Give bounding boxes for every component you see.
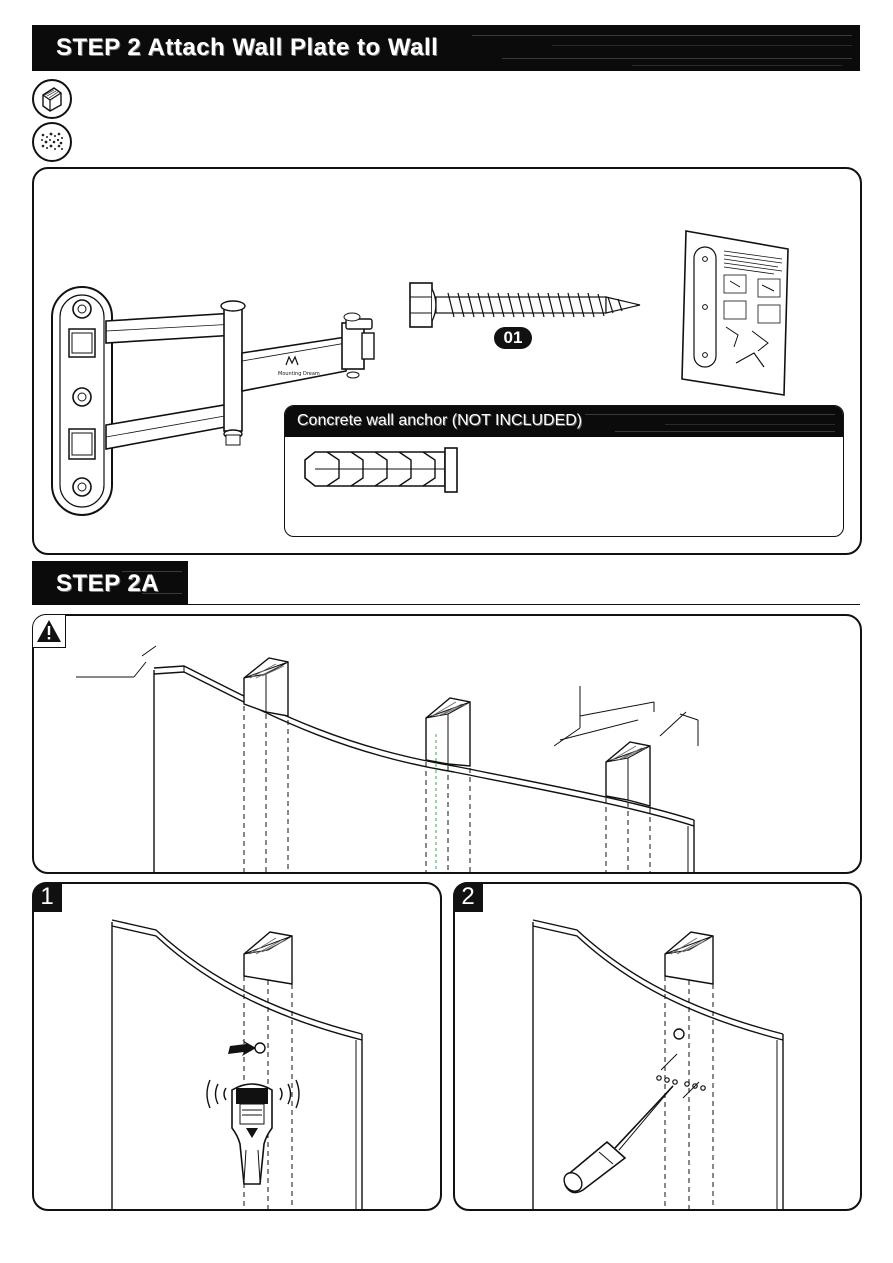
- step2a-banner: STEP 2A: [32, 561, 188, 605]
- stud-finder-diagram: [111, 919, 363, 1209]
- wood-stud-icon: [32, 79, 72, 119]
- awl-marking-diagram: [532, 919, 784, 1209]
- wall-mount-illustration: Mounting Dream: [51, 286, 375, 516]
- concrete-anchor-icon: [304, 447, 458, 493]
- step-panel-2: 2: [453, 882, 862, 1211]
- wall-template-illustration: [681, 230, 789, 396]
- step2-parts-box: Mounting Dream 01: [32, 167, 862, 555]
- concrete-anchor-banner: Concrete wall anchor (NOT INCLUDED): [285, 406, 843, 437]
- mount-logo-text: Mounting Dream: [278, 371, 320, 377]
- concrete-anchor-box: Concrete wall anchor (NOT INCLUDED): [284, 405, 844, 537]
- step-number-2: 2: [453, 882, 483, 912]
- warning-icon: [32, 614, 66, 648]
- awl-icon: [563, 1085, 674, 1194]
- step2-title: STEP 2 Attach Wall Plate to Wall: [56, 34, 439, 61]
- step-number-1: 1: [32, 882, 62, 912]
- lag-bolt-illustration: [409, 282, 641, 328]
- concrete-wall-icon: [32, 122, 72, 162]
- stud-diagram-box: [32, 614, 862, 874]
- concrete-anchor-title: Concrete wall anchor (NOT INCLUDED): [297, 412, 583, 429]
- step2a-title: STEP 2A: [56, 570, 160, 597]
- stud-finder-icon: [231, 1083, 273, 1185]
- step2-banner: STEP 2 Attach Wall Plate to Wall: [32, 25, 860, 71]
- wall-stud-diagram: [76, 645, 699, 872]
- step-panel-1: 1: [32, 882, 442, 1211]
- part-label-01: 01: [494, 327, 532, 349]
- step2a-rule: [188, 604, 860, 605]
